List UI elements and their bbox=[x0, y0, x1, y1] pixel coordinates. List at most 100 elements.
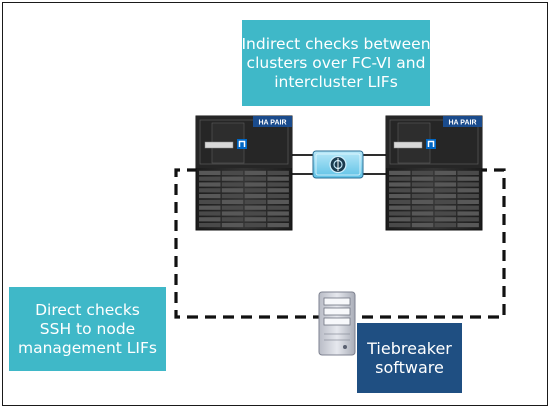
drive-slot bbox=[221, 176, 244, 181]
drive-slot bbox=[457, 188, 479, 193]
drive-slot bbox=[411, 211, 434, 216]
drive-slot bbox=[457, 199, 479, 204]
drive-slot bbox=[457, 170, 479, 175]
drive-slot bbox=[199, 188, 221, 193]
drive-slot bbox=[434, 182, 457, 187]
drive-slot bbox=[434, 211, 457, 216]
drive-slot bbox=[221, 194, 244, 199]
left-storage-cluster: HA PAIR bbox=[195, 115, 293, 231]
drive-slot bbox=[199, 211, 221, 216]
drive-slot bbox=[457, 217, 479, 222]
drive-slot bbox=[411, 199, 434, 204]
drive-slot bbox=[457, 182, 479, 187]
drive-slot bbox=[221, 211, 244, 216]
drive-slot bbox=[434, 176, 457, 181]
drive-slot bbox=[389, 182, 411, 187]
drive-slot bbox=[411, 205, 434, 210]
ha-pair-badge-label: HA PAIR bbox=[259, 120, 287, 127]
drive-slot bbox=[221, 170, 244, 175]
drive-slot bbox=[221, 182, 244, 187]
drive-slot bbox=[389, 194, 411, 199]
drive-slot bbox=[267, 211, 289, 216]
indirect-callout-line: Indirect checks between bbox=[241, 34, 431, 53]
drive-slot bbox=[434, 223, 457, 228]
direct-callout-line: management LIFs bbox=[18, 338, 157, 357]
drive-slot bbox=[199, 217, 221, 222]
drive-slot bbox=[389, 223, 411, 228]
drive-slot bbox=[244, 211, 267, 216]
direct-checks-callout: Direct checks SSH to node management LIF… bbox=[9, 287, 166, 371]
netapp-logo-icon bbox=[426, 139, 436, 149]
drive-slot bbox=[267, 217, 289, 222]
right-storage-cluster: HA PAIR bbox=[385, 115, 483, 231]
drive-slot bbox=[199, 205, 221, 210]
drive-slot bbox=[267, 223, 289, 228]
drive-slot bbox=[267, 176, 289, 181]
left-drive-grille bbox=[199, 170, 289, 228]
drive-slot bbox=[244, 182, 267, 187]
drive-slot bbox=[267, 188, 289, 193]
netapp-logo-icon bbox=[237, 139, 247, 149]
drive-slot bbox=[411, 170, 434, 175]
drive-slot bbox=[267, 182, 289, 187]
drive-slot bbox=[389, 188, 411, 193]
drive-slot bbox=[411, 188, 434, 193]
drive-slot bbox=[434, 188, 457, 193]
ha-pair-badge-label: HA PAIR bbox=[449, 120, 477, 127]
drive-slot bbox=[244, 223, 267, 228]
drive-slot bbox=[244, 194, 267, 199]
drive-slot bbox=[221, 188, 244, 193]
drive-slot bbox=[389, 199, 411, 204]
right-drive-grille bbox=[389, 170, 479, 228]
indirect-callout-line: clusters over FC-VI and bbox=[246, 53, 426, 72]
ha-pair-badge bbox=[443, 116, 482, 127]
drive-slot bbox=[434, 217, 457, 222]
drive-slot bbox=[267, 199, 289, 204]
drive-slot bbox=[221, 217, 244, 222]
drive-slot bbox=[411, 194, 434, 199]
drive-slot bbox=[267, 170, 289, 175]
drive-slot bbox=[457, 211, 479, 216]
drive-slot bbox=[457, 176, 479, 181]
drive-slot bbox=[389, 170, 411, 175]
indirect-checks-callout: Indirect checks between clusters over FC… bbox=[241, 20, 431, 106]
drive-slot bbox=[199, 176, 221, 181]
direct-callout-line: SSH to node bbox=[39, 319, 136, 338]
fc-switch-icon bbox=[329, 155, 347, 174]
ha-pair-badge bbox=[253, 116, 292, 127]
drive-slot bbox=[199, 182, 221, 187]
drive-slot bbox=[221, 223, 244, 228]
drive-slot bbox=[457, 223, 479, 228]
drive-slot bbox=[267, 194, 289, 199]
drive-slot bbox=[199, 170, 221, 175]
drive-slot bbox=[389, 217, 411, 222]
dashed-connection bbox=[174, 168, 506, 319]
drive-slot bbox=[199, 199, 221, 204]
direct-callout-line: Direct checks bbox=[35, 300, 140, 319]
drive-slot bbox=[244, 217, 267, 222]
drive-slot bbox=[244, 170, 267, 175]
drive-slot bbox=[199, 194, 221, 199]
drive-slot bbox=[221, 205, 244, 210]
server-tower-icon bbox=[318, 291, 356, 356]
drive-slot bbox=[411, 223, 434, 228]
drive-slot bbox=[457, 194, 479, 199]
drive-slot bbox=[389, 205, 411, 210]
drive-slot bbox=[411, 182, 434, 187]
drive-slot bbox=[389, 176, 411, 181]
tiebreaker-callout-line: Tiebreaker bbox=[367, 339, 452, 358]
drive-slot bbox=[244, 188, 267, 193]
indirect-callout-line: intercluster LIFs bbox=[274, 72, 398, 91]
drive-slot bbox=[244, 205, 267, 210]
drive-slot bbox=[434, 194, 457, 199]
drive-slot bbox=[457, 205, 479, 210]
drive-slot bbox=[244, 176, 267, 181]
drive-slot bbox=[244, 199, 267, 204]
drive-slot bbox=[411, 217, 434, 222]
drive-slot bbox=[434, 170, 457, 175]
fc-interconnect bbox=[292, 150, 386, 179]
tiebreaker-callout-line: software bbox=[375, 358, 444, 377]
drive-slot bbox=[389, 211, 411, 216]
drive-slot bbox=[267, 205, 289, 210]
